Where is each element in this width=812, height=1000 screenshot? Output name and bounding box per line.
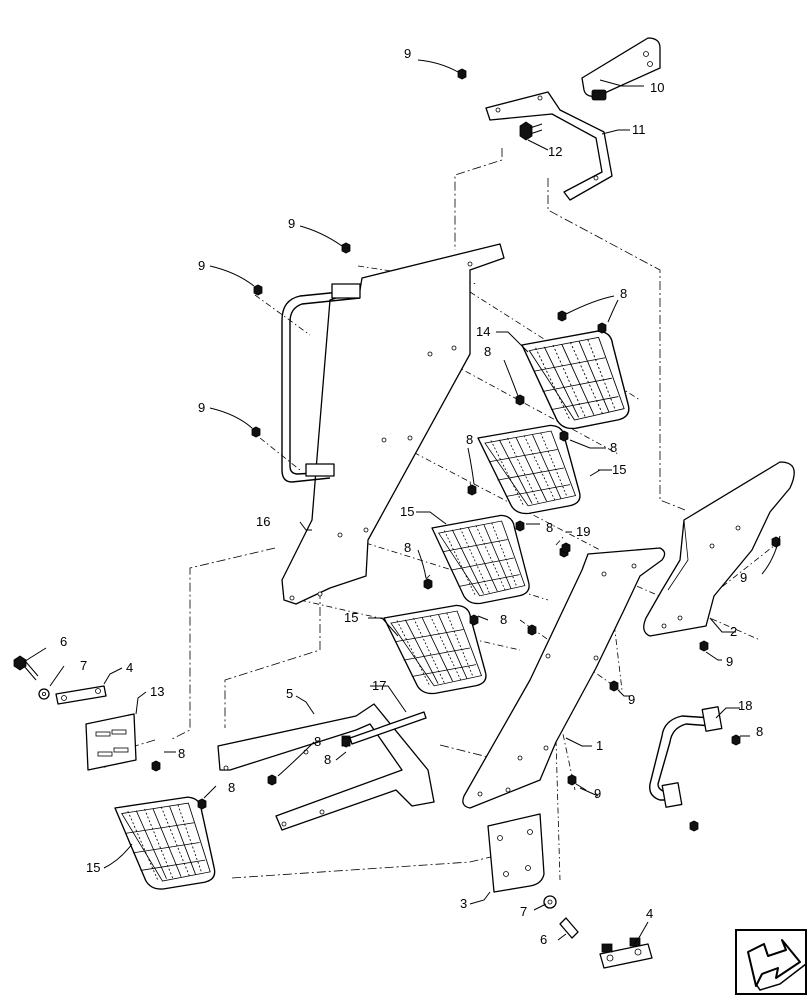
callout-6a: 6: [60, 634, 67, 649]
callout-8c: 8: [610, 440, 617, 455]
callout-9c: 9: [198, 258, 205, 273]
part-11-bracket: [485, 91, 613, 201]
callout-6b: 6: [540, 932, 547, 947]
callout-8h: 8: [178, 746, 185, 761]
part-12-bolt: [519, 121, 543, 141]
callout-8a: 8: [620, 286, 627, 301]
callout-13: 13: [150, 684, 164, 699]
part-4-strap-bottom: [599, 937, 653, 969]
callout-8j: 8: [314, 734, 321, 749]
part-1-stringer: [462, 547, 666, 809]
callout-8k: 8: [324, 752, 331, 767]
part-18-handle: [649, 706, 723, 808]
part-16-panel: [281, 243, 505, 605]
callout-7a: 7: [80, 658, 87, 673]
callout-15a: 15: [612, 462, 626, 477]
part-6-bolt-bottom: [559, 917, 579, 939]
callout-15d: 15: [86, 860, 100, 875]
part-15-tread-d: [113, 795, 217, 893]
callout-8e: 8: [546, 520, 553, 535]
callout-8g: 8: [500, 612, 507, 627]
part-10-bracket: [581, 37, 661, 101]
callout-9d: 9: [198, 400, 205, 415]
callout-10: 10: [650, 80, 664, 95]
part-14-tread: [520, 328, 632, 434]
callout-labels: 1 2 3 4 4 5 6 6 7 7 8 8 8 8 8 8 8 8 8 8 …: [60, 46, 763, 947]
part-3-plate: [487, 813, 545, 893]
callout-8d: 8: [466, 432, 473, 447]
callout-2: 2: [730, 624, 737, 639]
part-2-guard: [643, 461, 795, 637]
callout-1: 1: [596, 738, 603, 753]
callout-12: 12: [548, 144, 562, 159]
callout-9a: 9: [404, 46, 411, 61]
part-7-washer-left: [38, 688, 50, 700]
handrail: [281, 283, 361, 483]
leader-lines: [23, 59, 781, 945]
callout-9f: 9: [726, 654, 733, 669]
callout-8l: 8: [756, 724, 763, 739]
part-4-strap-left: [55, 685, 107, 705]
callout-7b: 7: [520, 904, 527, 919]
callout-8f: 8: [404, 540, 411, 555]
callout-4a: 4: [126, 660, 133, 675]
callout-11: 11: [632, 122, 646, 137]
next-page-arrow-icon[interactable]: [735, 929, 807, 995]
callout-9b: 9: [288, 216, 295, 231]
phantom-lines: [104, 148, 776, 881]
callout-3: 3: [460, 896, 467, 911]
callout-15c: 15: [344, 610, 358, 625]
part-7-washer-bottom: [543, 895, 557, 909]
callout-4b: 4: [646, 906, 653, 921]
callout-14: 14: [476, 324, 490, 339]
callout-9h: 9: [594, 786, 601, 801]
callout-5: 5: [286, 686, 293, 701]
callout-9g: 9: [628, 692, 635, 707]
callout-19: 19: [576, 524, 590, 539]
callout-9e: 9: [740, 570, 747, 585]
part-6-bolt-left: [13, 655, 39, 681]
callout-8b: 8: [484, 344, 491, 359]
callout-16: 16: [256, 514, 270, 529]
callout-18: 18: [738, 698, 752, 713]
callout-15b: 15: [400, 504, 414, 519]
part-13-plate: [85, 713, 137, 771]
callout-8i: 8: [228, 780, 235, 795]
callout-17: 17: [372, 678, 386, 693]
